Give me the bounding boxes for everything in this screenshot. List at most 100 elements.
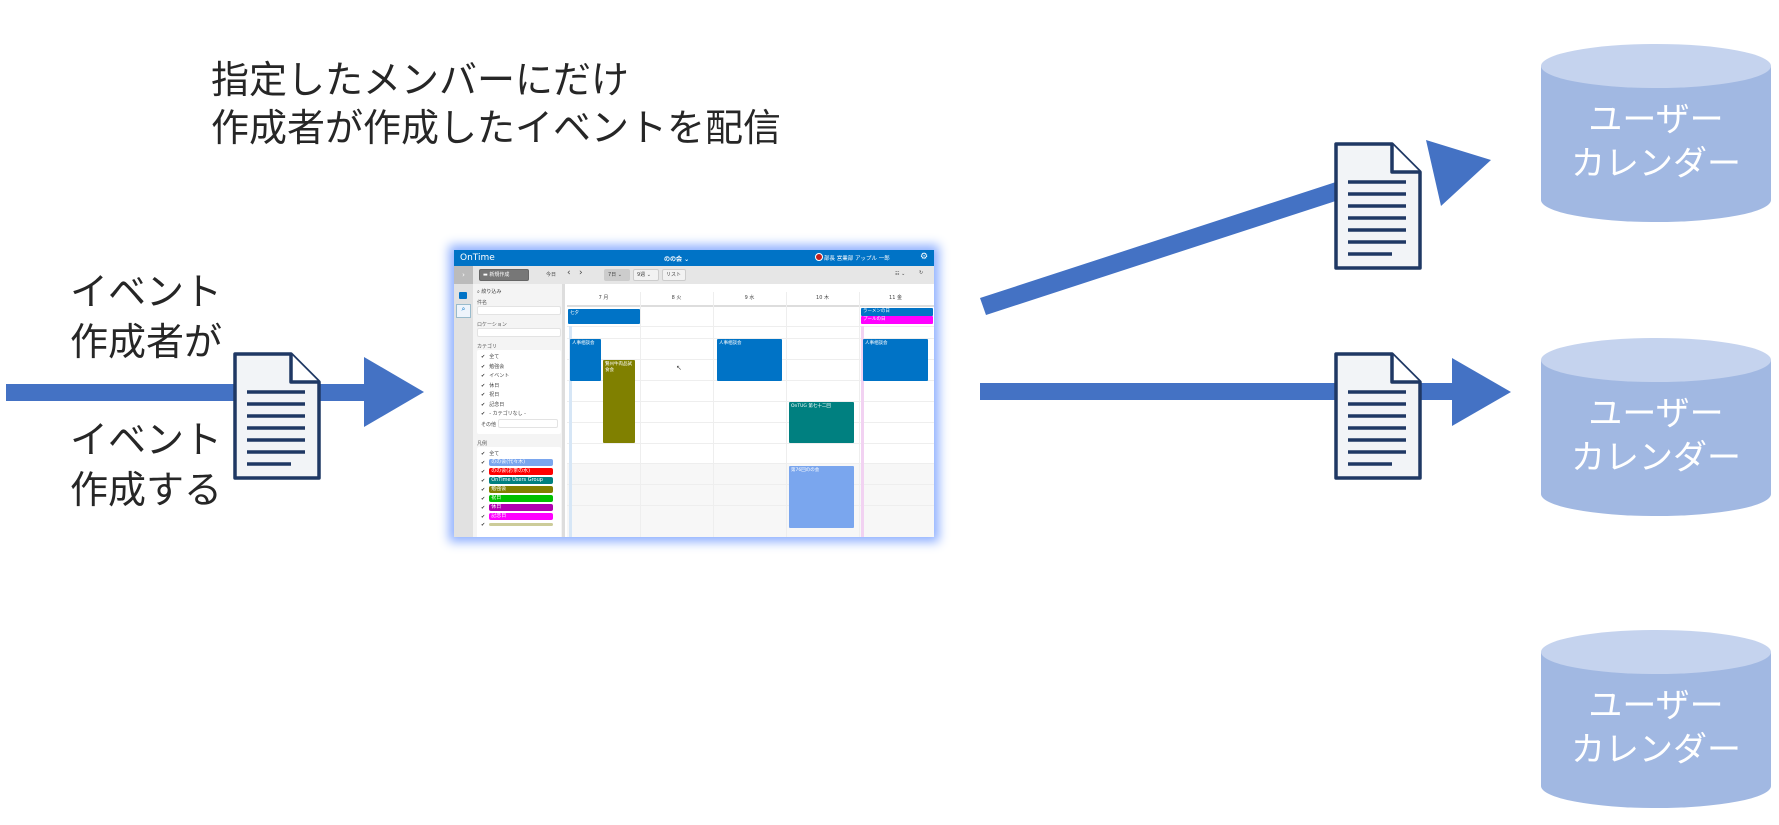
category-label-text: 全て: [489, 354, 500, 360]
expand-sidebar-button[interactable]: ›: [454, 266, 473, 284]
day-header[interactable]: 9 水: [744, 295, 755, 301]
list-button[interactable]: リスト: [662, 269, 686, 281]
app-logo: OnTime: [460, 253, 495, 263]
legend-tag: OnTime Users Group: [489, 477, 554, 484]
event[interactable]: プールの日: [861, 316, 933, 324]
day-marker: [569, 326, 572, 537]
event[interactable]: 七夕: [568, 309, 640, 324]
legend-item[interactable]: ✔勉強会: [481, 486, 554, 493]
new-event-button[interactable]: ▬ 新規作成: [479, 269, 529, 281]
left-label-bottom-2: 作成する: [70, 468, 223, 512]
calendar-selector[interactable]: のの会 ⌄: [664, 256, 690, 263]
legend-tag: 勉強会: [489, 486, 554, 493]
cylinder-label-line2: カレンダー: [1571, 730, 1741, 770]
cylinder-label-line1: ユーザー: [1588, 394, 1724, 434]
today-button[interactable]: 今日: [546, 272, 557, 278]
category-label-text: 勉強会: [489, 363, 505, 370]
document-icon: [1334, 142, 1422, 270]
days-select[interactable]: 7日 ⌄: [604, 269, 630, 281]
afternoon-shade: [567, 463, 934, 537]
category-item[interactable]: ✔祝日: [481, 392, 500, 398]
subject-input[interactable]: [477, 306, 561, 315]
new-event-label: 新規作成: [489, 272, 510, 278]
legend-label-text: 全て: [489, 451, 500, 457]
cylinder-label: ユーザーカレンダー: [1541, 392, 1771, 480]
legend-item[interactable]: ✔のの会(代々木): [481, 459, 554, 466]
event[interactable]: 鷺州牛肉品試食会: [603, 360, 635, 443]
calendar-icon[interactable]: [459, 292, 467, 299]
cylinder-label: ユーザーカレンダー: [1541, 684, 1771, 772]
legend-item[interactable]: ✔休日: [481, 504, 554, 511]
legend-label: 凡例: [477, 441, 488, 447]
category-item[interactable]: ✔休日: [481, 382, 500, 389]
left-rail: ⌕: [454, 284, 473, 537]
event[interactable]: 人事相談会: [717, 339, 782, 381]
filter-panel: ⌕ 絞り込み 件名 ロケーション カテゴリ ✔全て ✔勉強会 ✔イベント ✔休日…: [473, 284, 565, 537]
filter-title-text: 絞り込み: [481, 289, 502, 295]
left-label-top-2: 作成者が: [70, 320, 223, 364]
event[interactable]: 第76回のの会: [789, 466, 854, 528]
left-label-bottom-1: イベント: [70, 418, 223, 462]
event[interactable]: 人事相談会: [570, 339, 601, 381]
event[interactable]: 人事相談会: [863, 339, 928, 381]
legend-item[interactable]: ✔: [481, 522, 554, 528]
view-options-icon[interactable]: ☷ ⌄: [895, 271, 906, 277]
day-header[interactable]: 10 木: [816, 295, 829, 301]
event[interactable]: ラーメンの日: [861, 308, 933, 316]
category-item[interactable]: ✔イベント: [481, 373, 510, 379]
title-line-1: 指定したメンバーにだけ: [211, 58, 630, 102]
toolbar: › ▬ 新規作成 今日 ‹ › 7日 ⌄ 9週 ⌄ リスト ☷ ⌄ ↻: [454, 266, 934, 284]
location-label: ロケーション: [477, 322, 507, 328]
other-input[interactable]: [498, 419, 558, 428]
cylinder-label-line2: カレンダー: [1571, 438, 1741, 478]
subject-label: 件名: [477, 300, 488, 306]
category-label-text: 休日: [489, 382, 500, 389]
category-item[interactable]: ✔- カテゴリなし -: [481, 411, 526, 417]
legend-tag: 祝日: [489, 495, 554, 502]
cylinder-label-line1: ユーザー: [1588, 686, 1724, 726]
event[interactable]: OnTUG 第七十二回: [789, 402, 854, 443]
category-item[interactable]: ✔記念日: [481, 401, 505, 408]
category-list: ✔全て ✔勉強会 ✔イベント ✔休日 ✔祝日 ✔記念日 ✔- カテゴリなし - …: [477, 350, 561, 434]
legend-item[interactable]: ✔OnTime Users Group: [481, 477, 554, 484]
prev-button[interactable]: ‹: [567, 268, 571, 278]
legend-tag: 休日: [489, 504, 554, 511]
category-item[interactable]: ✔全て: [481, 354, 500, 360]
cylinder-label-line2: カレンダー: [1571, 144, 1741, 184]
day-header[interactable]: 7 月: [598, 295, 609, 301]
cylinder-label: ユーザーカレンダー: [1541, 98, 1771, 186]
title-line-2: 作成者が作成したイベントを配信: [211, 106, 782, 150]
week-calendar: 7 月 8 火 9 水 10 木 11 金 七夕 ラーメンの日 プールの日 人事…: [567, 284, 934, 537]
legend-item[interactable]: ✔記念日: [481, 513, 554, 520]
legend-item[interactable]: ✔全て: [481, 451, 500, 457]
weeks-select[interactable]: 9週 ⌄: [633, 269, 659, 281]
user-name[interactable]: 部長 営業部 アップル 一郎: [824, 256, 890, 262]
category-label-text: イベント: [489, 373, 510, 379]
day-header[interactable]: 8 火: [671, 295, 682, 301]
other-label: その他: [481, 422, 497, 428]
legend-item[interactable]: ✔祝日: [481, 495, 554, 502]
legend-tag: 記念日: [489, 513, 554, 520]
legend-item[interactable]: ✔のの会(お茶の水): [481, 468, 554, 475]
app-header: OnTime のの会 ⌄ 部長 営業部 アップル 一郎 ⚙: [454, 250, 934, 266]
next-button[interactable]: ›: [579, 268, 583, 278]
left-label-top-1: イベント: [70, 270, 223, 314]
search-icon[interactable]: ⌕: [456, 304, 471, 318]
category-label: カテゴリ: [477, 344, 498, 350]
gear-icon[interactable]: ⚙: [920, 252, 929, 262]
input-arrow: [6, 357, 424, 427]
avatar[interactable]: [815, 253, 823, 261]
category-item[interactable]: ✔勉強会: [481, 363, 505, 370]
document-icon: [1334, 352, 1422, 480]
mouse-cursor-icon: ↖: [676, 364, 682, 372]
location-input[interactable]: [477, 328, 561, 337]
middle-output-arrow: [980, 358, 1511, 426]
cylinder-label-line1: ユーザー: [1588, 100, 1724, 140]
category-label-text: - カテゴリなし -: [489, 411, 526, 417]
category-label-text: 記念日: [489, 401, 505, 408]
day-header[interactable]: 11 金: [889, 295, 902, 301]
ontime-calendar-screenshot: OnTime のの会 ⌄ 部長 営業部 アップル 一郎 ⚙ › ▬ 新規作成 今…: [454, 250, 934, 537]
refresh-icon[interactable]: ↻: [919, 270, 924, 276]
legend-tag: のの会(お茶の水): [489, 468, 554, 475]
